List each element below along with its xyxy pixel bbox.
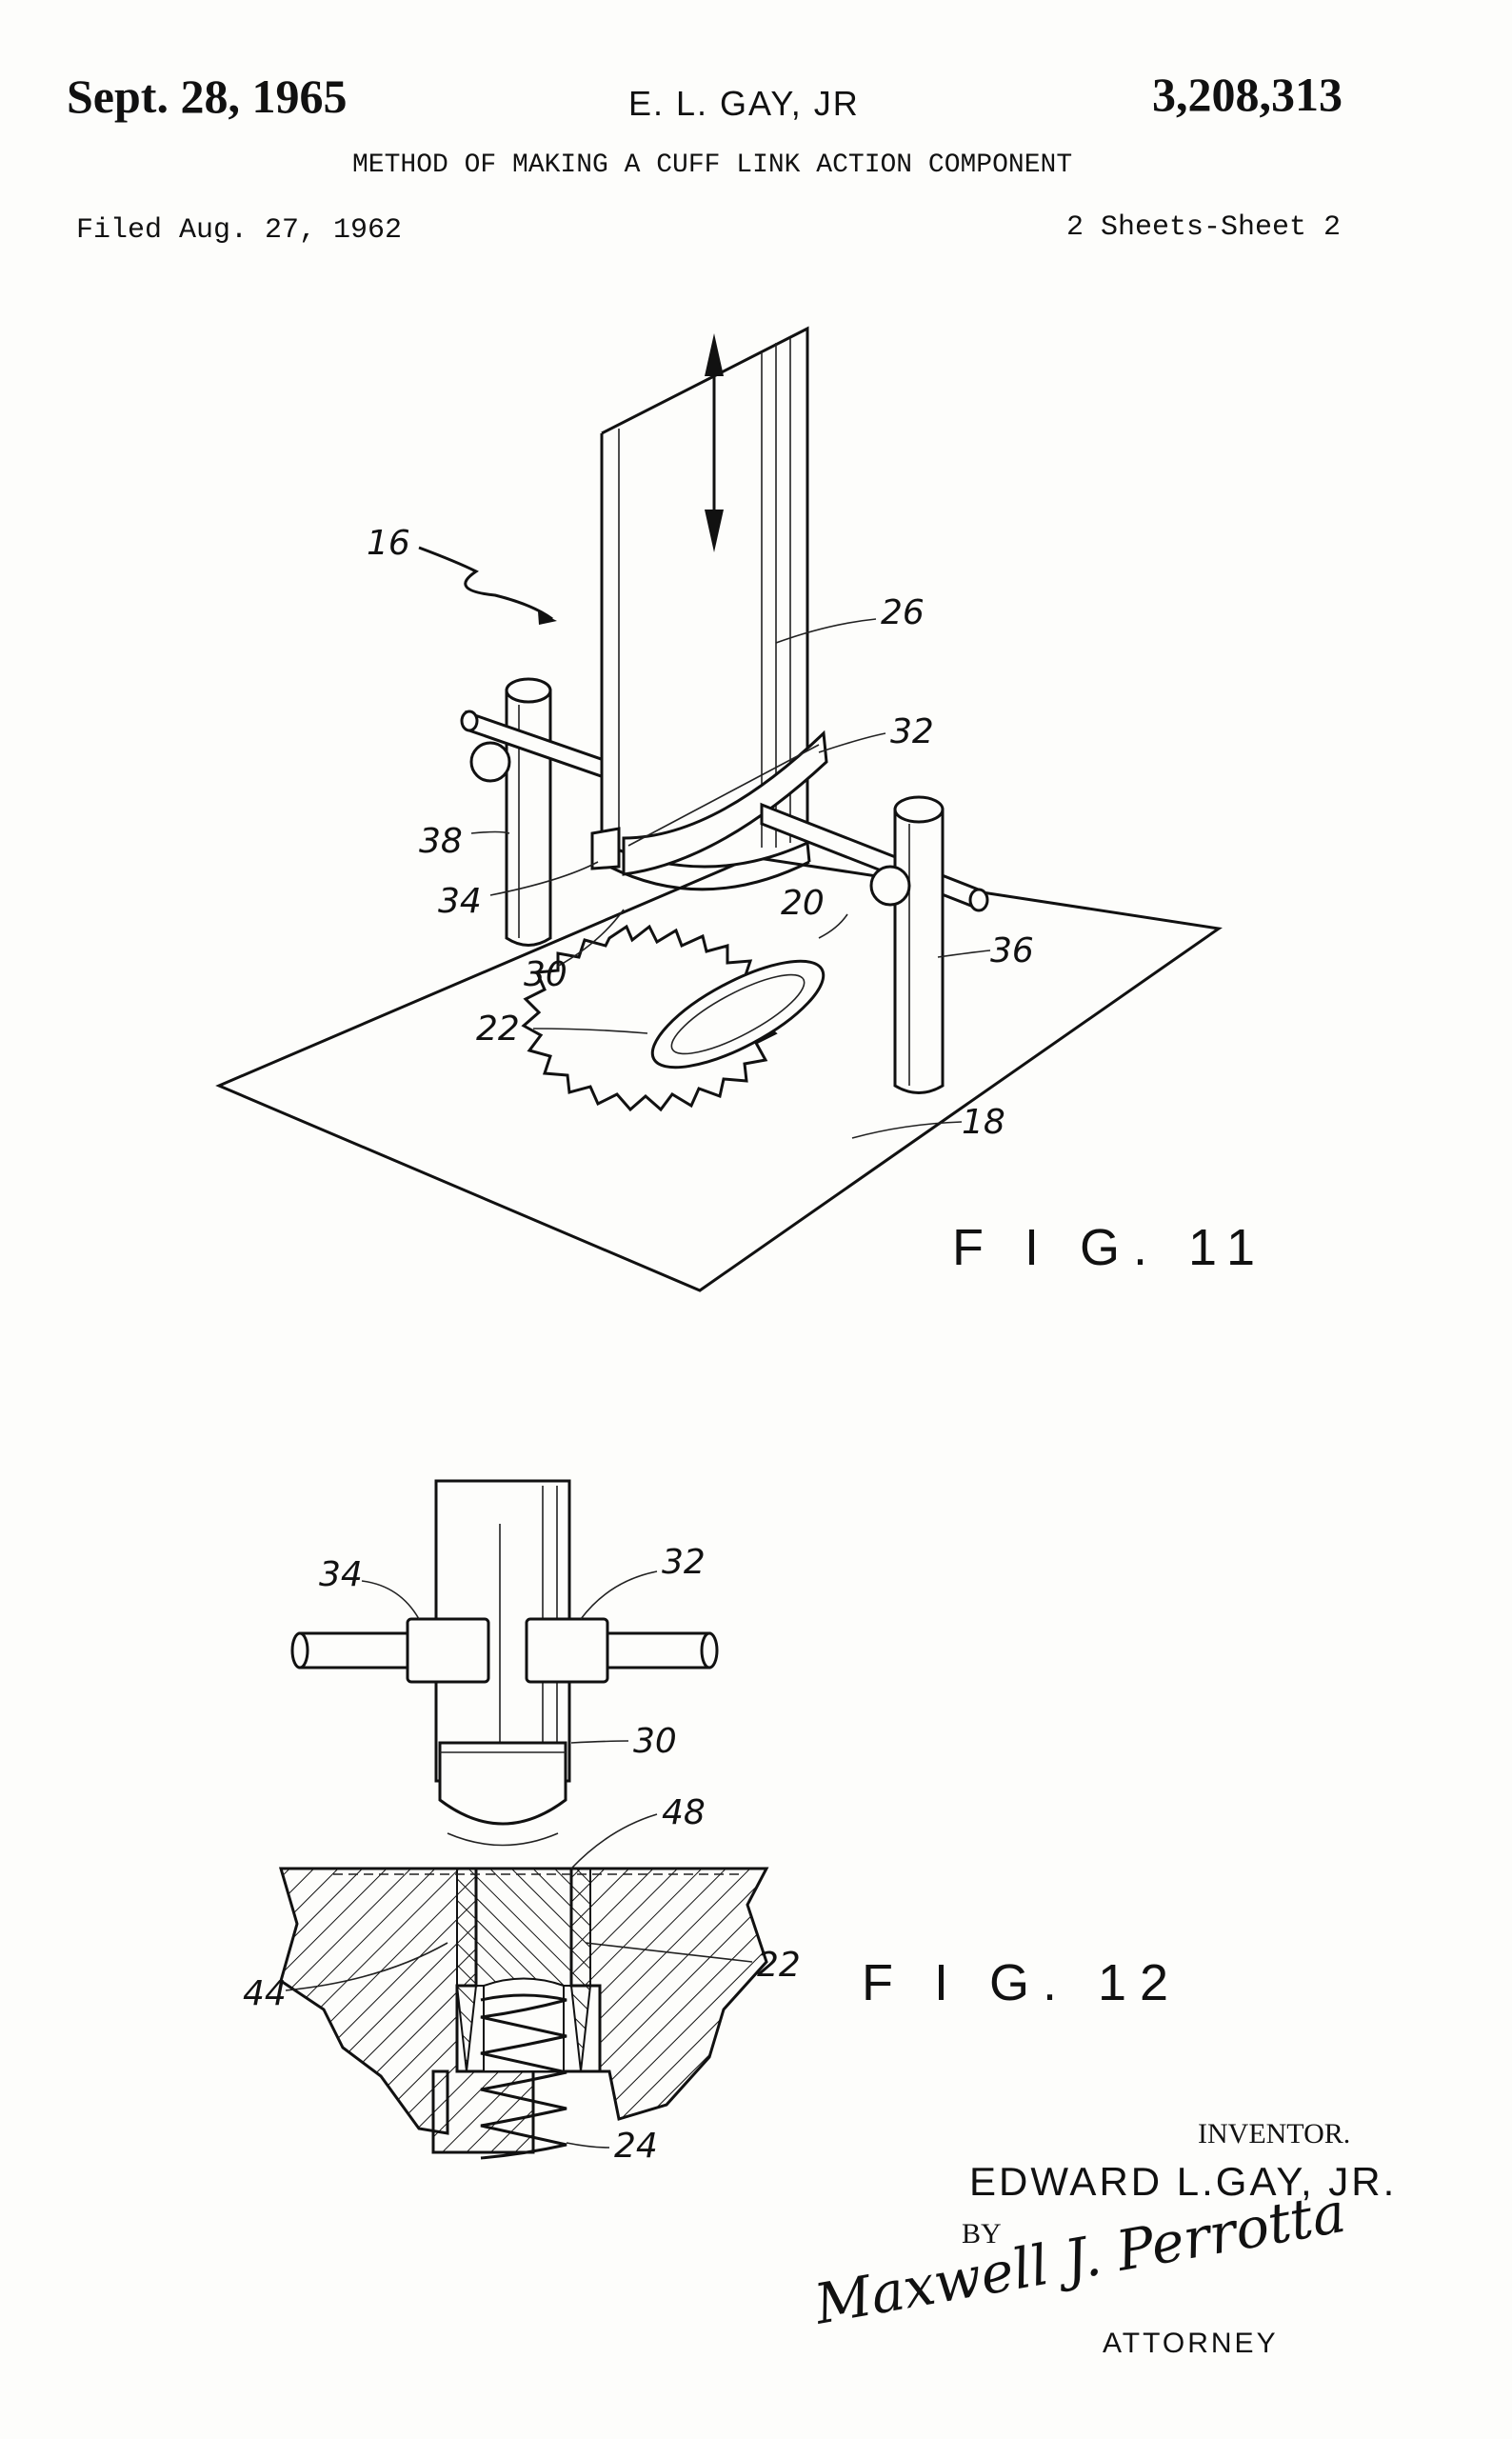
component-disc-inner xyxy=(670,973,806,1055)
ref-34: 34 xyxy=(438,882,482,921)
ref-38: 38 xyxy=(419,822,463,861)
attorney-label: ATTORNEY xyxy=(1103,2328,1279,2359)
punch-tip xyxy=(438,1741,567,1826)
by-label: BY xyxy=(962,2218,1002,2249)
ref-32: 32 xyxy=(890,712,934,751)
rod-left-knob xyxy=(469,741,511,783)
post-left-top xyxy=(505,677,552,704)
patent-title: METHOD OF MAKING A CUFF LINK ACTION COMP… xyxy=(352,150,1073,180)
patent-number: 3,208,313 xyxy=(1152,68,1343,121)
serrated-blank xyxy=(521,924,778,1112)
ref-34-fig12: 34 xyxy=(319,1555,363,1594)
ref-30-fig12: 30 xyxy=(633,1722,677,1761)
inventor-header: E. L. GAY, JR xyxy=(628,84,860,123)
ref-36: 36 xyxy=(990,931,1034,970)
punch-tube xyxy=(600,326,809,869)
ref-32-fig12: 32 xyxy=(662,1543,706,1582)
inventor-name: EDWARD L.GAY, JR. xyxy=(969,2159,1397,2204)
figure-12-label: F I G. 12 xyxy=(862,1954,1182,2011)
cutting-edge xyxy=(608,860,810,891)
rod-left-section xyxy=(298,1631,411,1669)
rod-right-section xyxy=(598,1631,711,1669)
patent-date: Sept. 28, 1965 xyxy=(67,70,348,123)
spring xyxy=(480,1993,567,2160)
ref-18: 18 xyxy=(962,1103,1005,1142)
clamp-right-block xyxy=(525,1617,609,1684)
ref-16: 16 xyxy=(367,524,410,563)
ref-22-fig12: 22 xyxy=(757,1946,801,1985)
ref-22: 22 xyxy=(476,1010,520,1049)
ref-30: 30 xyxy=(524,955,567,994)
filed-date: Filed Aug. 27, 1962 xyxy=(76,214,403,247)
ref-26: 26 xyxy=(881,593,925,632)
figure-12: 34 32 30 48 44 22 24 F I G. 12 xyxy=(243,1479,1182,2166)
signature-block: INVENTOR. EDWARD L.GAY, JR. BY Maxwell J… xyxy=(809,2118,1397,2359)
rod-right-knob xyxy=(869,865,911,907)
figure-11: 16 26 32 38 34 30 20 36 22 18 F I G. 11 xyxy=(215,326,1268,1292)
ref-20: 20 xyxy=(781,884,825,923)
ref-24: 24 xyxy=(614,2127,658,2166)
clamp-small xyxy=(590,827,621,870)
clamp-left-block xyxy=(406,1617,490,1684)
post-right xyxy=(893,808,945,1094)
ref-48: 48 xyxy=(662,1793,706,1832)
ref-44: 44 xyxy=(243,1974,287,2013)
clamp-band xyxy=(622,730,828,876)
post-right-top xyxy=(893,795,945,824)
inventor-label: INVENTOR. xyxy=(1198,2118,1350,2149)
figure-11-label: F I G. 11 xyxy=(952,1219,1268,1276)
motion-arrow-icon xyxy=(705,333,724,552)
sheet-count: 2 Sheets-Sheet 2 xyxy=(1065,211,1341,244)
component-disc xyxy=(650,959,826,1070)
component-section xyxy=(456,1868,591,2072)
